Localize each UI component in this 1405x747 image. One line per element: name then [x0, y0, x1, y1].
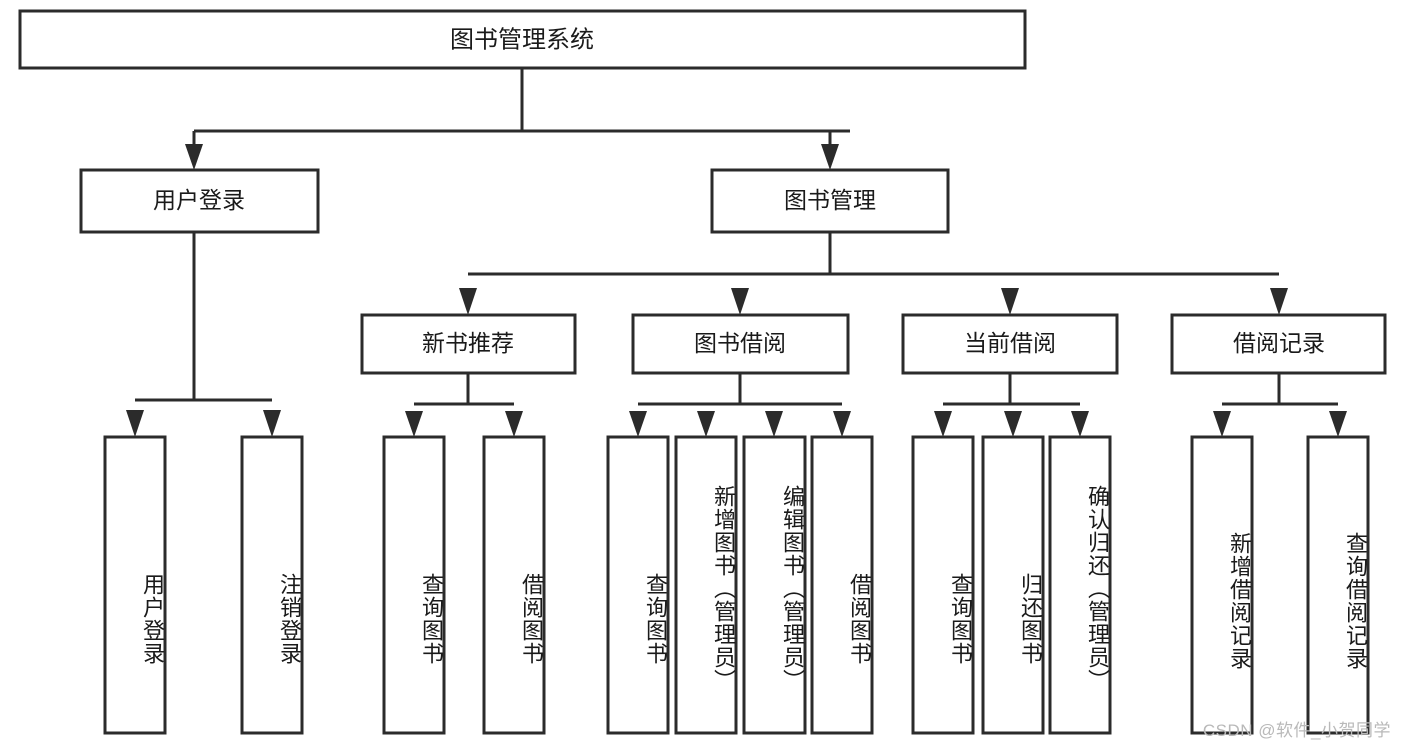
connector-bookmgmt-to-level3 — [459, 232, 1288, 315]
arrow-head-icon — [833, 411, 851, 437]
node-borrow-record-label: 借阅记录 — [1233, 330, 1325, 356]
arrow-head-icon — [697, 411, 715, 437]
node-current-borrow-label: 当前借阅 — [964, 330, 1056, 356]
leaf-box-current-2[interactable] — [1048, 435, 1112, 735]
arrow-head-icon — [1213, 411, 1231, 437]
leaf-box-borrow-1[interactable] — [674, 435, 738, 735]
node-root-label: 图书管理系统 — [450, 26, 594, 53]
node-book-borrow-label: 图书借阅 — [694, 330, 786, 356]
arrow-head-icon — [1004, 411, 1022, 437]
node-new-book-recommend-label: 新书推荐 — [422, 330, 514, 356]
leaf-box-current-1[interactable] — [981, 435, 1045, 735]
node-new-book-recommend[interactable]: 新书推荐 — [360, 313, 577, 375]
node-book-borrow[interactable]: 图书借阅 — [631, 313, 850, 375]
leaf-box-record-0[interactable] — [1190, 435, 1254, 735]
connector-newbook-to-leaves — [405, 373, 523, 437]
arrow-head-icon — [126, 410, 144, 437]
leaf-box-user-login-1[interactable] — [240, 435, 304, 735]
leaf-box-user-login-0[interactable] — [103, 435, 167, 735]
arrow-head-icon — [263, 410, 281, 437]
node-root-system[interactable]: 图书管理系统 — [18, 9, 1027, 70]
node-borrow-record[interactable]: 借阅记录 — [1170, 313, 1387, 375]
leaf-box-borrow-2[interactable] — [742, 435, 807, 735]
arrow-head-icon — [765, 411, 783, 437]
arrow-head-icon — [1071, 411, 1089, 437]
arrow-head-icon — [459, 288, 477, 315]
csdn-watermark: CSDN @软件_小贺同学 — [1202, 721, 1391, 740]
connector-borrow-to-leaves — [629, 373, 851, 437]
node-user-login-label: 用户登录 — [153, 187, 245, 213]
arrow-head-icon — [1001, 288, 1019, 315]
leaf-box-newbook-1[interactable] — [482, 435, 546, 735]
arrow-head-icon — [185, 144, 203, 170]
connector-root-to-level2 — [185, 68, 850, 170]
arrow-head-icon — [821, 144, 839, 170]
arrow-head-icon — [731, 288, 749, 315]
connector-record-to-leaves — [1213, 373, 1347, 437]
arrow-head-icon — [934, 411, 952, 437]
node-book-management[interactable]: 图书管理 — [710, 168, 950, 234]
leaf-box-borrow-3[interactable] — [810, 435, 874, 735]
connector-userlogin-to-leaves — [126, 232, 281, 437]
leaf-box-current-0[interactable] — [911, 435, 975, 735]
node-book-management-label: 图书管理 — [784, 187, 876, 213]
arrow-head-icon — [505, 411, 523, 437]
leaf-box-newbook-0[interactable] — [382, 435, 446, 735]
arrow-head-icon — [405, 411, 423, 437]
node-user-login[interactable]: 用户登录 — [79, 168, 320, 234]
leaf-box-record-1[interactable] — [1306, 435, 1370, 735]
node-current-borrow[interactable]: 当前借阅 — [901, 313, 1119, 375]
arrow-head-icon — [1270, 288, 1288, 315]
connector-current-to-leaves — [934, 373, 1089, 437]
arrow-head-icon — [629, 411, 647, 437]
arrow-head-icon — [1329, 411, 1347, 437]
leaf-box-borrow-0[interactable] — [606, 435, 670, 735]
